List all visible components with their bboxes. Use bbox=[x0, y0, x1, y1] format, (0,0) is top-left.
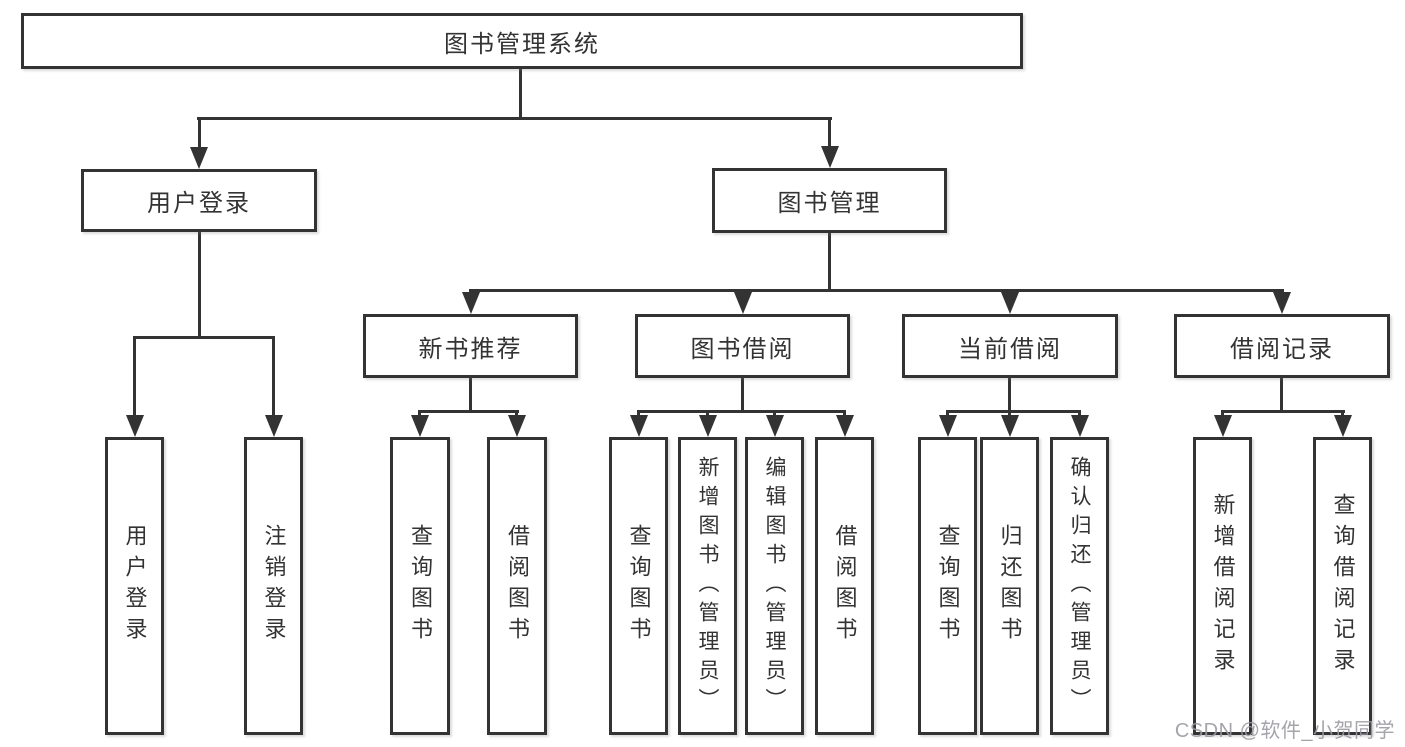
leaf-borrow-book-2-label: 借阅图书 bbox=[832, 524, 858, 648]
node-root: 图书管理系统 bbox=[21, 13, 1023, 69]
arrow-down-icon bbox=[821, 146, 839, 168]
arrow-down-icon bbox=[265, 415, 283, 437]
connector-line bbox=[946, 410, 949, 419]
leaf-query-book-2-label: 查询图书 bbox=[626, 524, 652, 648]
connector-line bbox=[637, 410, 846, 413]
leaf-add-book-admin: 新增图书（管理员） bbox=[678, 437, 737, 735]
connector-line bbox=[741, 378, 744, 413]
arrow-down-icon bbox=[1214, 415, 1232, 437]
connector-line bbox=[1341, 410, 1344, 419]
connector-line bbox=[418, 410, 519, 413]
node-book-borrow: 图书借阅 bbox=[635, 314, 850, 378]
connector-line bbox=[469, 378, 472, 413]
connector-line bbox=[1008, 378, 1011, 413]
connector-line bbox=[773, 410, 776, 419]
connector-line bbox=[828, 117, 831, 149]
arrow-down-icon bbox=[1071, 415, 1089, 437]
leaf-add-book-admin-label: 新增图书（管理员） bbox=[696, 455, 719, 717]
arrow-down-icon bbox=[1273, 292, 1291, 314]
node-user-login-group: 用户登录 bbox=[81, 169, 317, 232]
node-current-borrow: 当前借阅 bbox=[902, 314, 1118, 378]
connector-line bbox=[198, 117, 201, 150]
connector-line bbox=[706, 410, 709, 419]
arrow-down-icon bbox=[462, 292, 480, 314]
leaf-return-book: 归还图书 bbox=[980, 437, 1039, 735]
connector-line bbox=[1280, 378, 1283, 413]
leaf-add-borrow-record-label: 新增借阅记录 bbox=[1210, 493, 1236, 679]
connector-line bbox=[843, 410, 846, 419]
node-new-book-recommend: 新书推荐 bbox=[363, 314, 578, 378]
leaf-query-book-3-label: 查询图书 bbox=[935, 524, 961, 648]
connector-line bbox=[418, 410, 421, 419]
arrow-down-icon bbox=[508, 415, 526, 437]
connector-line bbox=[946, 410, 1081, 413]
csdn-watermark: CSDN @软件_小贺同学 bbox=[1174, 720, 1395, 742]
connector-line bbox=[519, 69, 522, 120]
leaf-add-borrow-record: 新增借阅记录 bbox=[1193, 437, 1252, 735]
connector-line bbox=[828, 233, 831, 292]
arrow-down-icon bbox=[734, 292, 752, 314]
arrow-down-icon bbox=[126, 415, 144, 437]
leaf-query-book-1-label: 查询图书 bbox=[408, 524, 433, 648]
leaf-edit-book-admin: 编辑图书（管理员） bbox=[745, 437, 804, 735]
connector-line bbox=[133, 336, 275, 339]
arrow-down-icon bbox=[836, 415, 854, 437]
leaf-borrow-book-1: 借阅图书 bbox=[487, 437, 547, 735]
arrow-down-icon bbox=[630, 415, 648, 437]
node-borrow-records-label: 借阅记录 bbox=[1230, 335, 1334, 363]
leaf-return-book-label: 归还图书 bbox=[997, 524, 1023, 648]
connector-line bbox=[133, 336, 136, 417]
leaf-query-borrow-record-label: 查询借阅记录 bbox=[1330, 493, 1356, 679]
connector-line bbox=[272, 336, 275, 417]
leaf-confirm-return-admin-label: 确认归还（管理员） bbox=[1068, 455, 1091, 717]
arrow-down-icon bbox=[766, 415, 784, 437]
node-book-borrow-label: 图书借阅 bbox=[690, 335, 795, 363]
connector-line bbox=[515, 410, 518, 419]
connector-line bbox=[1221, 410, 1224, 419]
leaf-borrow-book-2: 借阅图书 bbox=[815, 437, 874, 735]
leaf-logout: 注销登录 bbox=[244, 437, 303, 735]
connector-line bbox=[637, 410, 640, 419]
arrow-down-icon bbox=[939, 415, 957, 437]
arrow-down-icon bbox=[1001, 292, 1019, 314]
leaf-edit-book-admin-label: 编辑图书（管理员） bbox=[763, 455, 786, 717]
leaf-query-book-2: 查询图书 bbox=[609, 437, 668, 735]
arrow-down-icon bbox=[190, 147, 208, 169]
arrow-down-icon bbox=[699, 415, 717, 437]
leaf-user-login: 用户登录 bbox=[105, 437, 164, 735]
node-new-book-recommend-label: 新书推荐 bbox=[418, 335, 523, 363]
leaf-query-book-1: 查询图书 bbox=[390, 437, 450, 735]
leaf-logout-label: 注销登录 bbox=[261, 524, 287, 648]
leaf-query-book-3: 查询图书 bbox=[918, 437, 977, 735]
connector-line bbox=[1078, 410, 1081, 419]
arrow-down-icon bbox=[1334, 415, 1352, 437]
node-user-login-group-label: 用户登录 bbox=[147, 190, 251, 217]
connector-line bbox=[198, 232, 201, 339]
leaf-user-login-label: 用户登录 bbox=[122, 524, 148, 648]
leaf-confirm-return-admin: 确认归还（管理员） bbox=[1050, 437, 1109, 735]
node-book-management-label: 图书管理 bbox=[777, 190, 882, 217]
leaf-query-borrow-record: 查询借阅记录 bbox=[1313, 437, 1372, 735]
connector-line bbox=[1221, 410, 1345, 413]
connector-line bbox=[1008, 410, 1011, 419]
arrow-down-icon bbox=[411, 415, 429, 437]
leaf-borrow-book-1-label: 借阅图书 bbox=[505, 524, 530, 648]
node-root-label: 图书管理系统 bbox=[444, 30, 600, 58]
node-borrow-records: 借阅记录 bbox=[1174, 314, 1390, 378]
connector-line bbox=[197, 117, 832, 120]
node-current-borrow-label: 当前借阅 bbox=[958, 335, 1062, 363]
connector-line bbox=[469, 289, 1284, 292]
node-book-management: 图书管理 bbox=[712, 168, 947, 233]
arrow-down-icon bbox=[1001, 415, 1019, 437]
